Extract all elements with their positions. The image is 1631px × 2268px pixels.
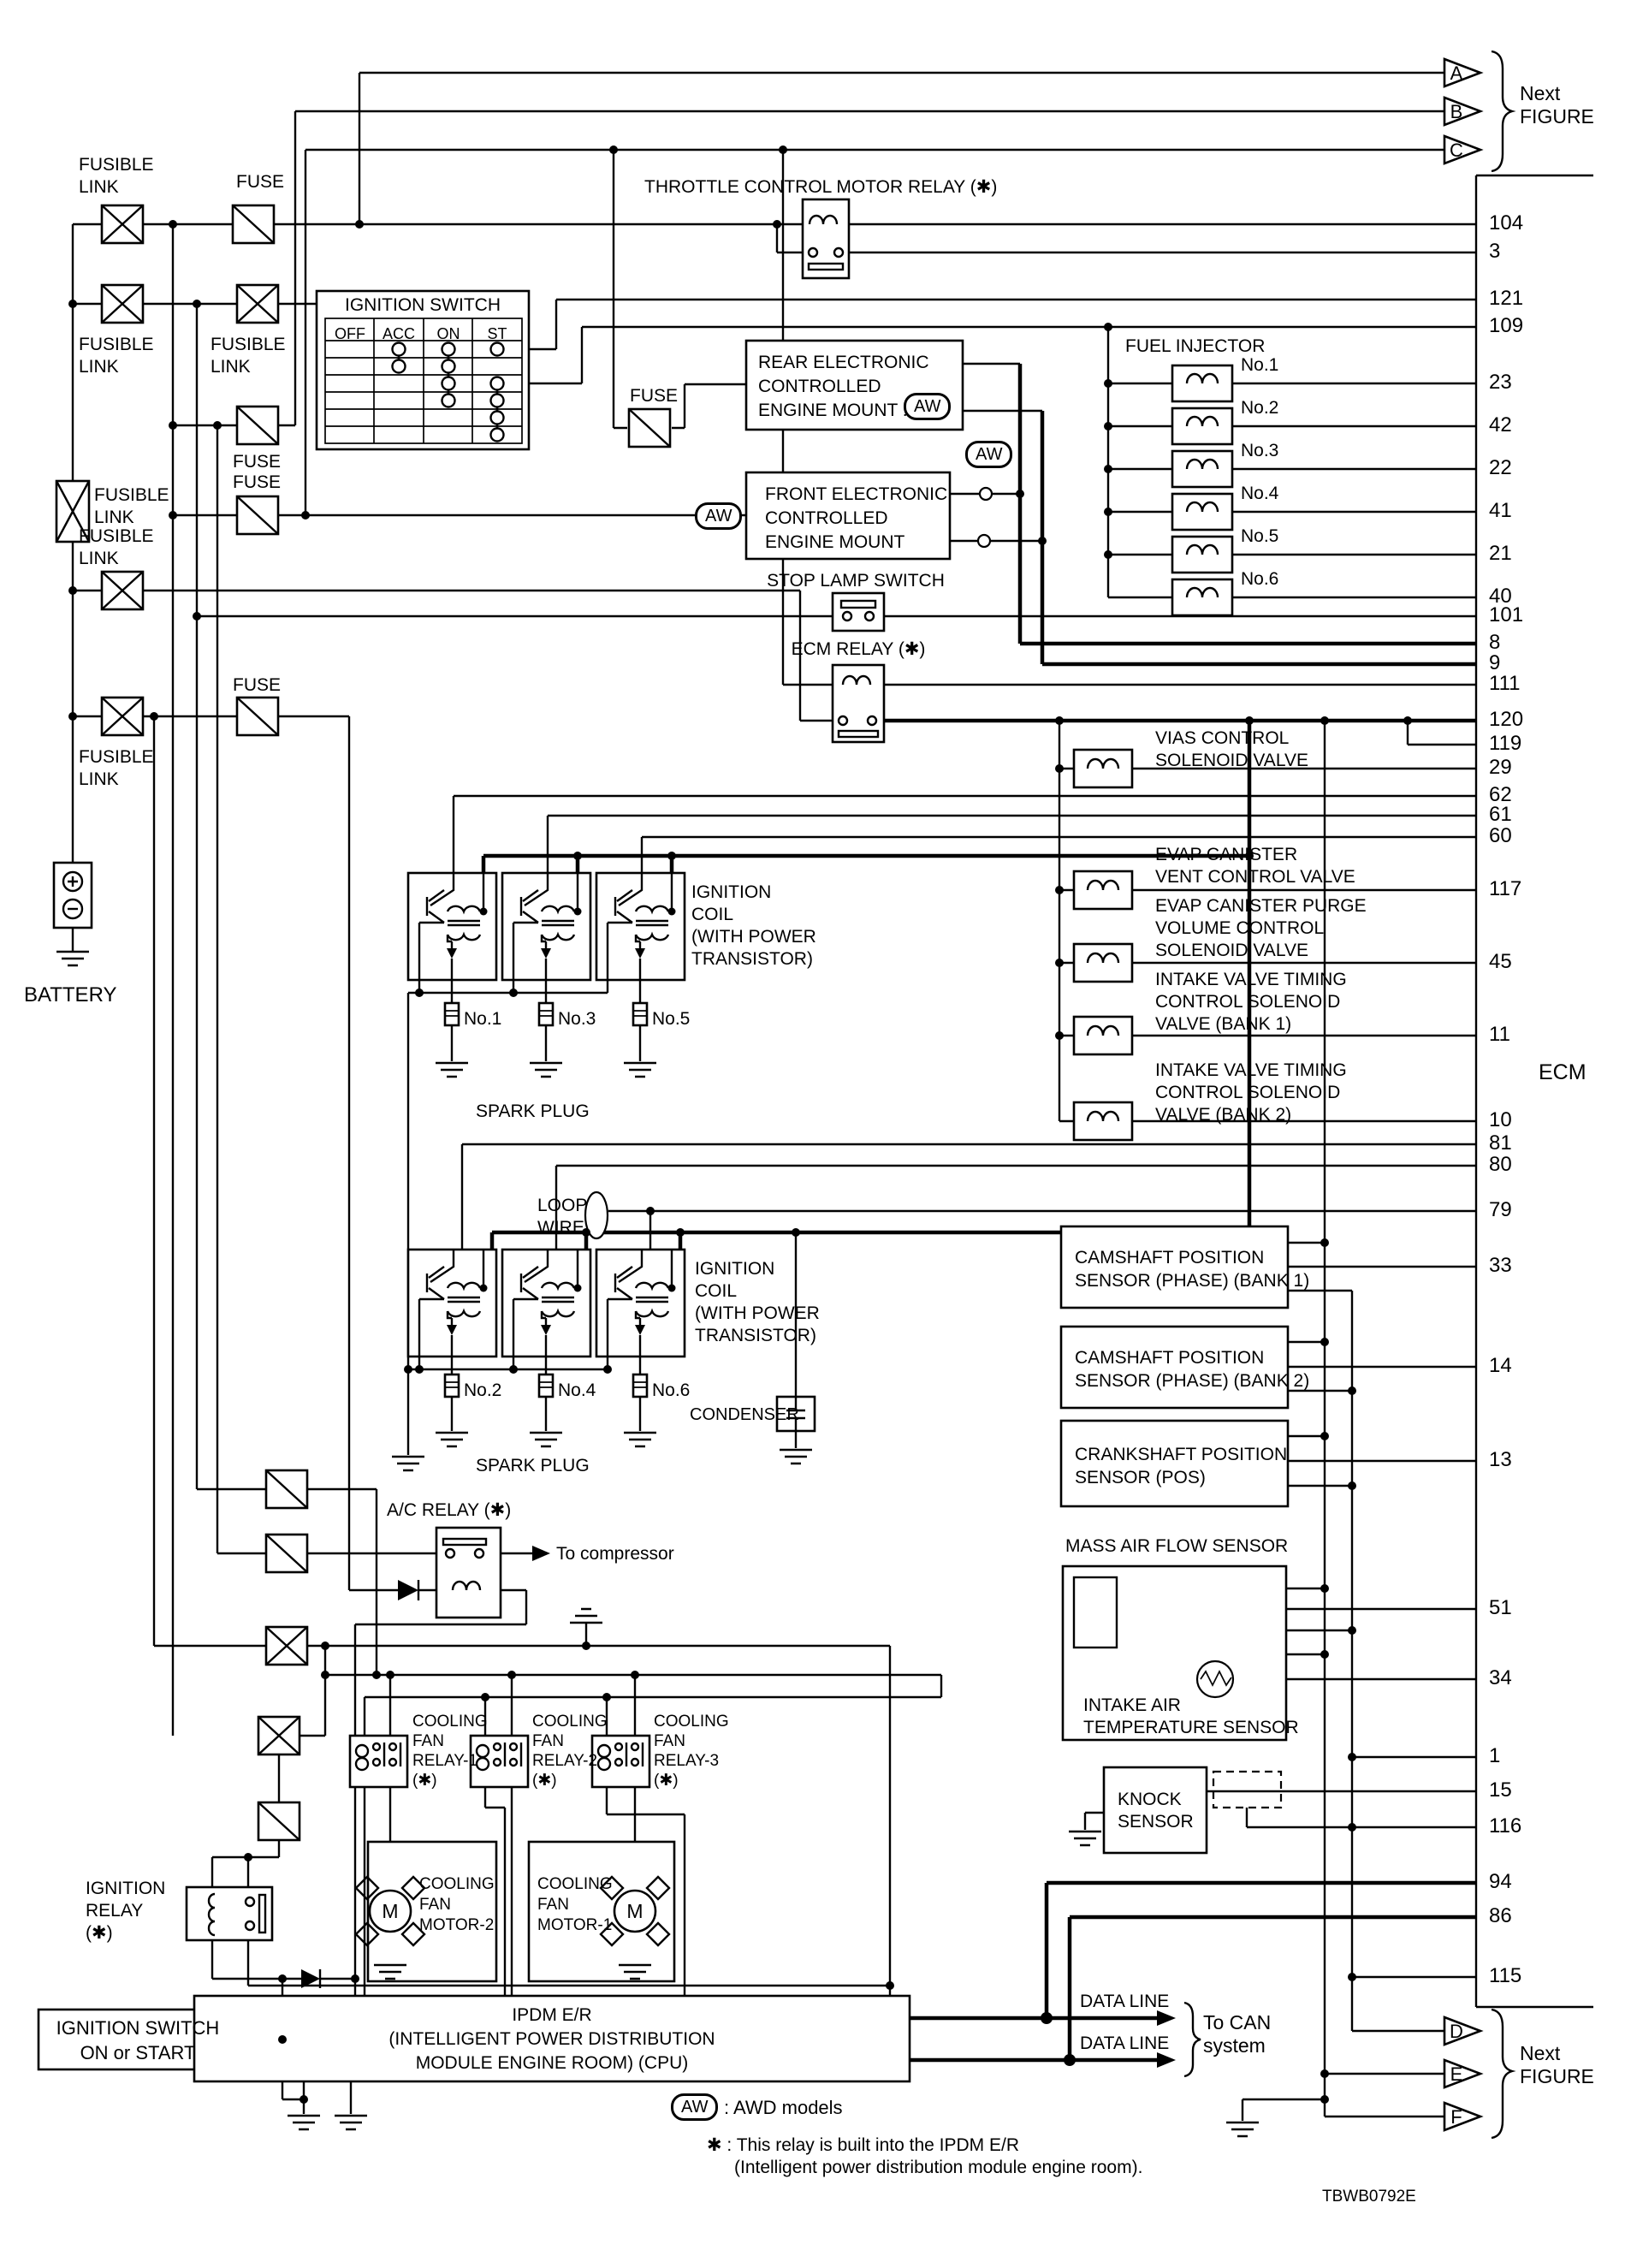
ecm-relay-coil xyxy=(841,674,872,686)
injector-4 xyxy=(1171,492,1234,531)
ac-relay-box xyxy=(435,1526,502,1619)
rear-mount-box xyxy=(744,339,964,431)
spark-plug-3 xyxy=(537,1001,555,1027)
ignition-switch-table xyxy=(324,318,523,444)
fusible-link-1 xyxy=(100,204,145,245)
ac-relay-coil xyxy=(451,1580,482,1591)
ipdm-diode xyxy=(301,1969,322,1988)
fusible-link-5 xyxy=(100,696,145,737)
front-mount-connector-1 xyxy=(978,486,993,502)
connector-arrow-c xyxy=(1443,134,1482,165)
fusible-link-3 xyxy=(235,283,280,324)
maf-box xyxy=(1061,1564,1288,1742)
ignition-coil-1 xyxy=(406,871,498,982)
spark-plug-2 xyxy=(443,1373,460,1398)
fuse-lower-3 xyxy=(257,1801,301,1842)
spark-plug-1 xyxy=(443,1001,460,1027)
connector-arrow-e xyxy=(1443,2058,1482,2089)
fusible-link-lower-1 xyxy=(264,1625,309,1666)
data2-arrowhead xyxy=(1157,2052,1176,2068)
motor2-symbol xyxy=(354,1875,426,1947)
spark-plug-4 xyxy=(537,1373,555,1398)
ignition-coil-6 xyxy=(595,1248,686,1358)
throttle-relay-box xyxy=(801,198,851,280)
evap-purge-solenoid xyxy=(1072,942,1134,983)
ignition-relay-internals xyxy=(207,1892,267,1937)
cooling-relay3-internals xyxy=(596,1742,644,1772)
relay-internals xyxy=(207,214,880,1937)
ac-diode xyxy=(398,1580,420,1600)
next-figure-top-brace xyxy=(1491,50,1516,173)
injector-6 xyxy=(1171,578,1234,617)
ivt-bank2-solenoid xyxy=(1072,1101,1134,1142)
fuse-5 xyxy=(235,696,280,737)
connector-arrow-b xyxy=(1443,96,1482,127)
front-mount-box xyxy=(744,471,952,561)
loop-wire-symbol xyxy=(584,1190,609,1240)
fusible-link-4 xyxy=(100,570,145,611)
next-figure-bottom-brace xyxy=(1491,2008,1516,2140)
front-mount-connector-2 xyxy=(976,533,992,549)
battery-box xyxy=(52,861,93,929)
crankshaft-box xyxy=(1059,1419,1290,1508)
spark-plug-6 xyxy=(632,1373,649,1398)
wiring xyxy=(71,71,1593,2121)
ignition-coils xyxy=(406,871,686,1398)
injector-5 xyxy=(1171,535,1234,574)
stop-lamp-box xyxy=(831,591,886,632)
stop-lamp-contact xyxy=(839,599,877,622)
battery-symbol xyxy=(62,870,84,920)
ignition-coil-3 xyxy=(501,871,592,982)
fuse-2 xyxy=(235,405,280,446)
evap-vent-solenoid xyxy=(1072,870,1134,911)
fusible-link-2 xyxy=(100,283,145,324)
connector-arrow-a xyxy=(1443,57,1482,88)
fuse-mid xyxy=(627,407,672,448)
fuse-3 xyxy=(235,495,280,536)
maf-inner-connector xyxy=(1072,1576,1118,1649)
camshaft-bank1-box xyxy=(1059,1225,1290,1309)
connector-arrows xyxy=(1183,50,1516,2140)
vias-solenoid xyxy=(1072,748,1134,789)
ecm-relay-contact xyxy=(837,715,880,739)
fuse-lower-1 xyxy=(264,1469,309,1510)
ignition-coil-5 xyxy=(595,871,686,982)
camshaft-bank2-box xyxy=(1059,1325,1290,1410)
injector-1 xyxy=(1171,364,1234,403)
injector-3 xyxy=(1171,449,1234,489)
cooling-relay2-internals xyxy=(475,1742,523,1772)
solenoids-and-injectors xyxy=(1072,364,1234,1142)
connector-arrow-d xyxy=(1443,2016,1482,2046)
throttle-relay-coil xyxy=(808,214,839,225)
condenser-symbol xyxy=(786,1397,805,1431)
ignition-coil-2 xyxy=(406,1248,498,1358)
spark-plug-5 xyxy=(632,1001,649,1027)
ac-relay-contact xyxy=(442,1537,488,1559)
component-boxes xyxy=(37,198,1290,2083)
ivt-bank1-solenoid xyxy=(1072,1015,1134,1056)
misc-symbols xyxy=(62,486,1235,2068)
to-can-brace xyxy=(1183,2001,1201,2078)
ipdm-box xyxy=(193,1994,911,2083)
fuses-and-links xyxy=(100,204,672,1842)
injector-2 xyxy=(1171,407,1234,446)
ignition-coil-4 xyxy=(501,1248,592,1358)
compressor-arrowhead xyxy=(532,1546,550,1561)
motor1-symbol xyxy=(599,1875,671,1947)
data1-arrowhead xyxy=(1157,2010,1176,2026)
knock-sensor-box xyxy=(1102,1766,1208,1855)
knock-shield xyxy=(1212,1770,1283,1809)
connector-arrow-f xyxy=(1443,2101,1482,2132)
junction-dots xyxy=(68,145,1412,2104)
fuse-lower-2 xyxy=(264,1533,309,1574)
ignition-relay-box xyxy=(185,1885,274,1942)
iat-resistor xyxy=(1195,1659,1235,1699)
fusible-link-lower-2 xyxy=(257,1715,301,1756)
cooling-relay1-internals xyxy=(354,1742,402,1772)
fuse-1 xyxy=(231,204,276,245)
throttle-relay-contact xyxy=(807,246,845,271)
